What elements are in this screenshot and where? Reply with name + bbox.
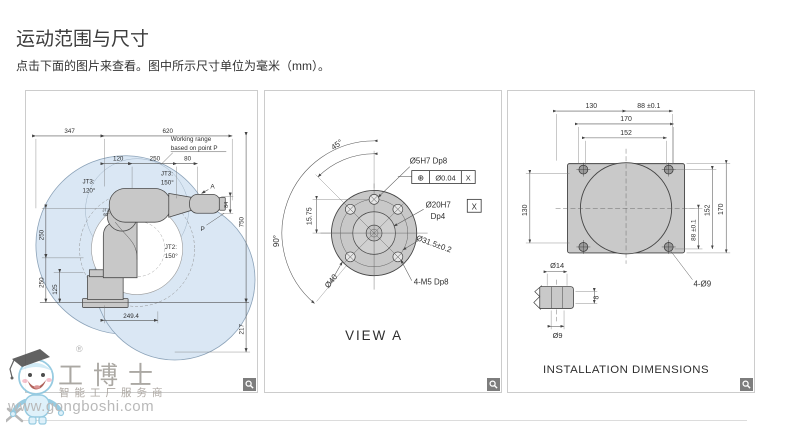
joint-label: JT3: [161,171,173,178]
view-a-drawing: 45° 90° 15.75 Ø5H7 Dp8 ⊕ Ø0.04 X Ø20H7 D… [272,138,482,343]
dim-label: 120 [113,156,124,163]
dim-label: 125 [52,284,59,295]
point-p-label: P [200,226,204,233]
dimension-lines [32,132,248,353]
dim-label: Dp4 [431,212,446,221]
dim-label: Ø9 [553,331,563,340]
dim-label: 152 [620,130,632,137]
dim-label: 250 [38,277,45,288]
magnifier-button[interactable] [740,378,753,391]
dim-label: 217 [239,324,246,335]
dim-label: 84 [224,202,230,208]
dim-label: Ø14 [550,261,564,270]
page-subtitle: 点击下面的图片来查看。图中所示尺寸单位为毫米（mm）。 [16,59,330,73]
view-a-image[interactable]: 45° 90° 15.75 Ø5H7 Dp8 ⊕ Ø0.04 X Ø20H7 D… [264,90,502,393]
dim-label: Ø20H7 [426,200,451,209]
magnifier-button[interactable] [487,378,500,391]
dim-label: 152 [704,204,711,216]
working-range-note: Working range [171,136,212,143]
fcf-symbol: ⊕ [417,174,424,183]
view-arrow-label: A [210,183,215,190]
dim-label: 347 [64,128,75,135]
working-range-drawing: 347 620 120 250 80 Working range based o… [32,128,256,361]
dim-label: Ø31.5±0.2 [415,233,453,254]
working-range-note: based on point P [171,145,218,152]
joint-label: 150° [161,179,174,186]
magnifier-icon [742,380,751,389]
fcf-tolerance: Ø0.04 [435,174,455,183]
dim-label: 750 [239,216,246,227]
joint-label: JT2: [165,244,177,251]
fcf-frame [411,170,482,213]
dim-label: 88 ±0.1 [690,219,697,241]
bottom-divider [20,420,747,421]
installation-drawing: 130 88 ±0.1 170 152 130 88 ±0.1 152 170 … [522,103,731,376]
brand-url: www.gongboshi.com [8,398,155,415]
dimension-lines [528,109,728,328]
magnifier-icon [245,380,254,389]
dim-labels: 130 88 ±0.1 170 152 130 88 ±0.1 152 170 … [522,103,725,340]
dim-label: 4-Ø9 [693,280,711,289]
dim-label: 45° [329,138,344,152]
view-a-caption: VIEW A [345,328,403,343]
dim-label: 15.75 [306,207,314,225]
fcf-datum: X [466,174,471,183]
magnifier-icon [489,380,498,389]
working-range-image[interactable]: 347 620 120 250 80 Working range based o… [25,90,258,393]
dim-label: 8 [593,295,600,299]
magnifier-button[interactable] [243,378,256,391]
joint-label: JT3: [83,179,95,186]
installation-caption: INSTALLATION DIMENSIONS [543,364,709,376]
joint-label: 120° [83,187,96,194]
dim-label: Ø5H7 Dp8 [410,157,448,166]
dim-label: 620 [163,128,174,135]
joint-label: 60° [103,212,110,217]
dim-labels: 347 620 120 250 80 Working range based o… [38,128,245,335]
dim-label: 249.4 [123,313,139,320]
dim-label: 80 [184,156,191,163]
dim-label: 130 [522,204,529,216]
dim-label: Ø40 [323,272,340,290]
mount-detail [531,279,574,322]
dim-label: 130 [586,103,598,110]
page-title: 运动范围与尺寸 [16,29,150,50]
dim-label: 170 [718,203,725,215]
installation-image[interactable]: 130 88 ±0.1 170 152 130 88 ±0.1 152 170 … [507,90,755,393]
angle-dims [281,139,424,304]
dim-label: 88 ±0.1 [637,103,660,110]
dim-label: 4-M5 Dp8 [414,278,449,287]
joint-label: JT2: [102,207,110,212]
dim-label: 250 [150,156,161,163]
dim-label: 170 [620,116,632,123]
datum-label: X [472,202,478,211]
dim-label: 90° [272,235,281,247]
joint-label: 150° [165,253,178,260]
base-plate [555,148,697,264]
dim-label: 250 [38,229,45,240]
robot-arm [82,188,226,308]
